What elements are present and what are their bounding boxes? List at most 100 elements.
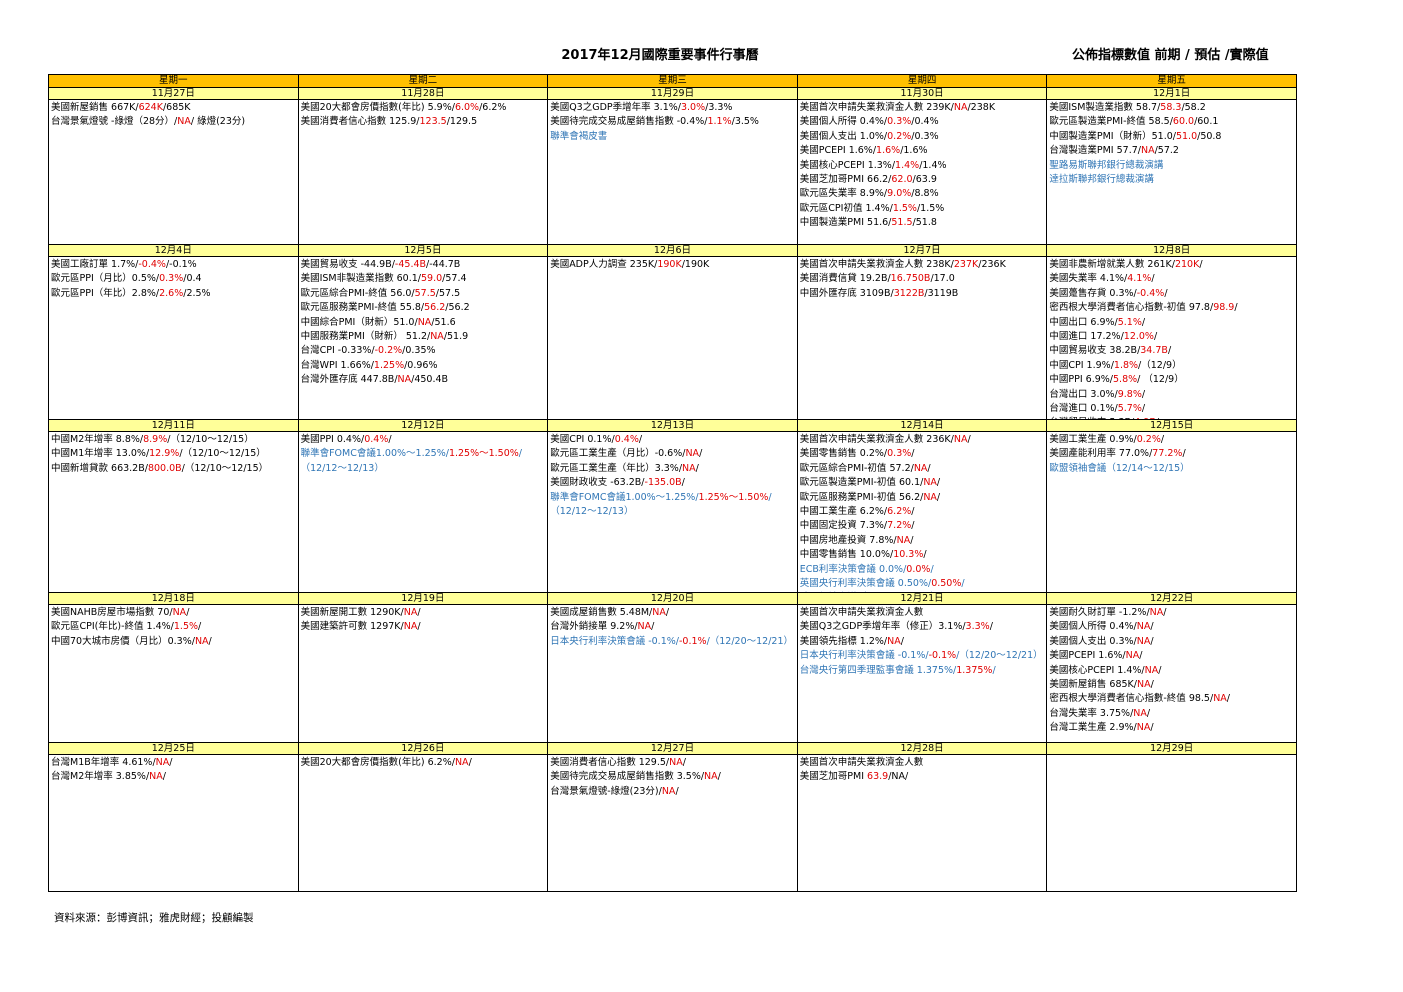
- event-list: 美國ADP人力調查 235K/190K/190K: [548, 257, 797, 272]
- actual-value: / （12/9）: [1137, 374, 1184, 386]
- indicator-item: 美國躉售存貨 0.3%/-0.4%/: [1049, 287, 1295, 301]
- indicator-item: 中國工業生產 6.2%/6.2%/: [800, 505, 1046, 519]
- event-list: 美國首次申請失業救濟金人數美國芝加哥PMI 63.9/NA/: [798, 755, 1047, 785]
- event-item: 達拉斯聯邦銀行總裁演講: [1049, 173, 1295, 187]
- forecast-value: 1.4%: [895, 159, 920, 171]
- indicator-item: 中國製造業PMI（財新）51.0/51.0/50.8: [1049, 130, 1295, 144]
- indicator-item: 美國新屋銷售 685K/NA/: [1049, 678, 1295, 692]
- actual-value: /: [910, 534, 914, 546]
- event-list: 美國新屋開工數 1290K/NA/美國建築許可數 1297K/NA/: [299, 605, 548, 635]
- date-label: 12月8日: [1046, 244, 1297, 257]
- forecast-value: NA: [1144, 664, 1159, 676]
- indicator-previous: 中國CPI 1.9%/: [1049, 359, 1114, 371]
- indicator-previous: 美國個人所得 0.4%/: [799, 116, 888, 128]
- day-cell: 美國成屋銷售數 5.48M/NA/台灣外銷接單 9.2%/NA/日本央行利率決策…: [547, 604, 798, 743]
- indicator-previous: 美國零售銷售 0.2%/: [799, 448, 888, 460]
- indicator-previous: 歐元區PPI（年比）2.8%/: [51, 287, 160, 299]
- indicator-item: 美國成屋銷售數 5.48M/NA/: [550, 606, 796, 620]
- forecast-value: 51.0: [1175, 130, 1198, 142]
- indicator-item: 中國70大城市房價（月比）0.3%/NA/: [51, 635, 297, 649]
- date-label: 12月1日: [1046, 87, 1297, 100]
- forecast-value: 12.0%: [1123, 331, 1154, 343]
- indicator-previous: 美國20大都會房價指數(年比) 6.2%/: [300, 757, 455, 768]
- indicator-previous: 美國個人所得 0.4%/: [1049, 621, 1137, 633]
- actual-value: /51.8: [912, 217, 937, 229]
- event-item: 日本央行利率決策會議 -0.1%/-0.1%/（12/20～12/21）: [550, 635, 796, 649]
- indicator-previous: 歐元區製造業PMI-初值 60.1/: [799, 477, 924, 489]
- event-text: 聯準會FOMC會議1.00%～1.25%/: [550, 491, 699, 503]
- event-list: 美國工廠訂單 1.7%/-0.4%/-0.1%歐元區PPI（月比）0.5%/0.…: [49, 257, 298, 301]
- event-item: 聯準會褐皮書: [550, 130, 796, 144]
- forecast-value: NA: [1136, 722, 1151, 734]
- day-cell: 美國首次申請失業救濟金人數 236K/NA/美國零售銷售 0.2%/0.3%/歐…: [796, 431, 1048, 593]
- event-item: 聖路易斯聯邦銀行總裁演講: [1049, 159, 1295, 173]
- forecast-value: 0.4%: [614, 434, 639, 445]
- indicator-item: 美國20大都會房價指數(年比) 6.2%/NA/: [301, 756, 547, 770]
- indicator-previous: 歐元區工業生產（年比）3.3%/: [550, 462, 683, 474]
- forecast-value: NA: [637, 621, 652, 633]
- day-cell: 美國首次申請失業救濟金人數美國Q3之GDP季增年率（修正）3.1%/3.3%/美…: [796, 604, 1048, 743]
- indicator-item: 歐元區失業率 8.9%/9.0%/8.8%: [800, 187, 1046, 201]
- date-label: 11月27日: [48, 87, 299, 100]
- day-events: 美國消費者信心指數 129.5/NA/美國待完成交易成屋銷售指數 3.5%/NA…: [548, 755, 797, 891]
- indicator-item: 美國待完成交易成屋銷售指數 -0.4%/1.1%/3.5%: [550, 115, 796, 129]
- indicator-previous: 歐元區服務業PMI-初值 56.2/: [799, 491, 924, 503]
- indicator-item: 台灣M1B年增率 4.61%/NA/: [51, 756, 297, 770]
- event-list: 美國首次申請失業救濟金人數 236K/NA/美國零售銷售 0.2%/0.3%/歐…: [798, 432, 1047, 592]
- actual-value: /: [1182, 448, 1186, 460]
- actual-value: /: [911, 520, 915, 532]
- forecast-value: NA: [397, 374, 412, 386]
- indicator-previous: 歐元區CPI初值 1.4%/: [799, 202, 893, 214]
- event-suffix: /（12/12～12/13）: [550, 491, 772, 518]
- forecast-value: NA: [887, 635, 901, 647]
- event-suffix: /: [961, 578, 965, 590]
- indicator-item: 台灣進口 0.1%/5.7%/: [1049, 402, 1295, 416]
- actual-value: /: [1150, 621, 1154, 633]
- actual-value: /: [695, 462, 699, 474]
- indicator-previous: 美國芝加哥PMI: [799, 771, 868, 783]
- indicator-previous: 中國零售銷售 10.0%/: [799, 549, 894, 561]
- date-label: 12月4日: [48, 244, 299, 257]
- actual-value: /-44.7B: [426, 259, 461, 270]
- indicator-item: 台灣WPI 1.66%/1.25%/0.96%: [301, 359, 547, 373]
- indicator-item: 中國固定投資 7.3%/7.2%/: [800, 519, 1046, 533]
- date-label: 12月12日: [297, 419, 549, 432]
- forecast-value: NA: [1125, 650, 1140, 662]
- actual-value: /51.9: [443, 331, 469, 343]
- event-suffix: /: [992, 664, 996, 676]
- actual-value: /: [1158, 664, 1162, 676]
- forecast-value: 2.6%: [159, 287, 184, 299]
- forecast-value: NA: [923, 477, 937, 489]
- event-text: 英國央行利率決策會議 0.50%/: [799, 578, 932, 590]
- indicator-item: 美國NAHB房屋市場指數 70/NA/: [51, 606, 297, 620]
- indicator-previous: 台灣貿易收支 5.3B/: [1049, 417, 1134, 419]
- indicator-previous: 美國NAHB房屋市場指數 70/: [51, 607, 173, 618]
- indicator-item: 美國失業率 4.1%/4.1%/: [1049, 272, 1295, 286]
- indicator-item: 歐元區CPI初值 1.4%/1.5%/1.5%: [800, 202, 1046, 216]
- forecast-value: 1.8%: [1113, 359, 1139, 371]
- event-item: ECB利率決策會議 0.0%/0.0%/: [800, 563, 1046, 577]
- day-events: 美國PPI 0.4%/0.4%/聯準會FOMC會議1.00%～1.25%/1.2…: [299, 432, 548, 592]
- event-list: 美國PPI 0.4%/0.4%/聯準會FOMC會議1.00%～1.25%/1.2…: [299, 432, 548, 476]
- actual-value: /: [1146, 707, 1151, 719]
- events-row: 美國工廠訂單 1.7%/-0.4%/-0.1%歐元區PPI（月比）0.5%/0.…: [48, 256, 1297, 420]
- event-list: 美國非農新增就業人數 261K/210K/美國失業率 4.1%/4.1%/美國躉…: [1047, 257, 1296, 419]
- indicator-item: 中國M1年增率 13.0%/12.9%/（12/10～12/15）: [51, 447, 297, 461]
- day-events: 美國20大都會房價指數(年比) 5.9%/6.0%/6.2%美國消費者信心指數 …: [299, 100, 548, 244]
- actual-value: /3.5%: [731, 116, 759, 128]
- event-text: 達拉斯聯邦銀行總裁演講: [1049, 174, 1154, 186]
- day-events: 美國工業生產 0.9%/0.2%/美國產能利用率 77.0%/77.2%/歐盟領…: [1047, 432, 1296, 592]
- indicator-previous: 美國個人支出 1.0%/: [799, 130, 888, 142]
- indicator-previous: 台灣出口 3.0%/: [1049, 388, 1118, 400]
- forecast-value: 4.1%: [1127, 273, 1152, 285]
- indicator-previous: 美國CPI 0.1%/: [550, 434, 615, 445]
- forecast-value: 6.2%: [887, 506, 912, 518]
- forecast-value: 1.25%～1.50%: [698, 491, 769, 503]
- indicator-previous: 美國消費信貸 19.2B/: [799, 273, 891, 285]
- forecast-value: 4.9B: [1134, 417, 1156, 419]
- actual-value: /: [936, 491, 941, 503]
- actual-value: /: [1167, 345, 1172, 357]
